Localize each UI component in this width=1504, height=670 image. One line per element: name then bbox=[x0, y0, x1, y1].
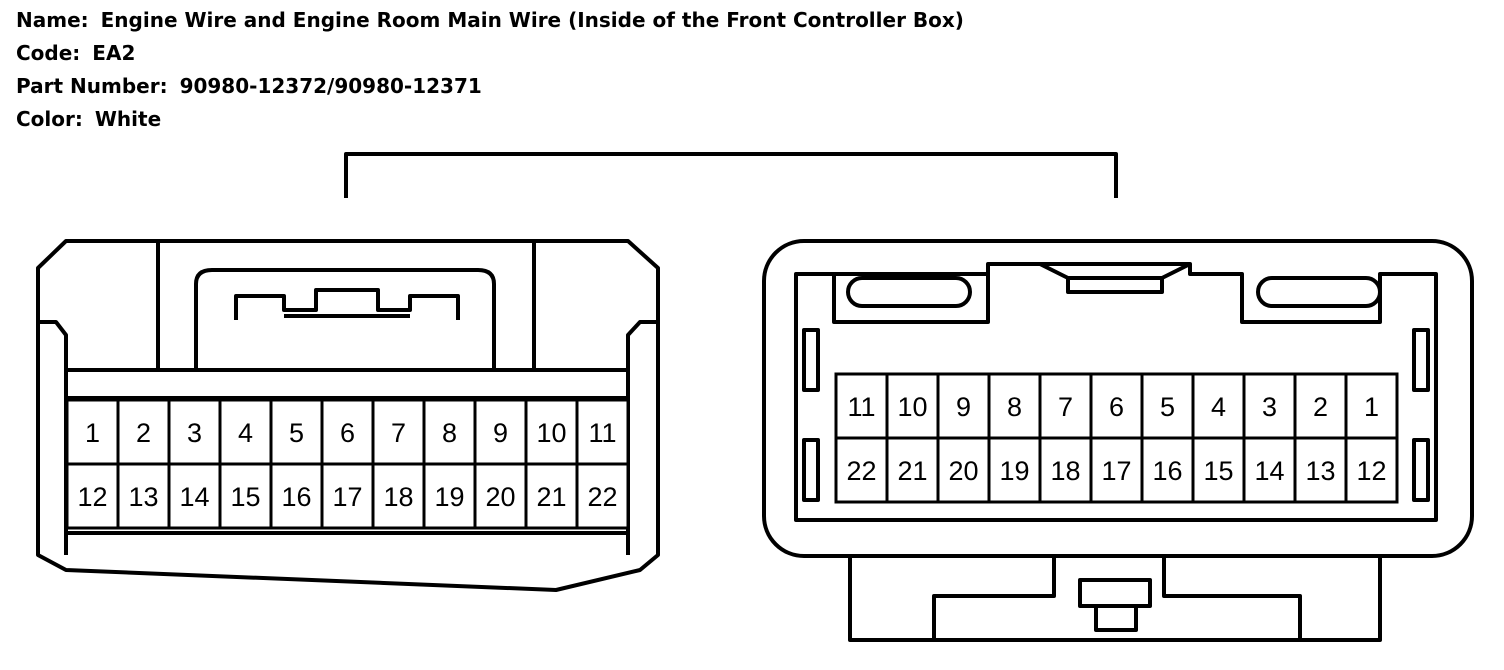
left-connector-pin-label-2: 2 bbox=[136, 418, 151, 448]
mating-bracket bbox=[344, 152, 1118, 198]
right-connector-cell-16 bbox=[1140, 436, 1195, 504]
right-connector-pin-label-12: 12 bbox=[1356, 456, 1386, 486]
left-connector-cell-7 bbox=[371, 398, 426, 466]
right-connector-cell-17 bbox=[1089, 436, 1144, 504]
right-connector-pin-label-4: 4 bbox=[1211, 392, 1226, 422]
left-connector-pin-label-1: 1 bbox=[85, 418, 100, 448]
left-connector-pin-label-4: 4 bbox=[238, 418, 253, 448]
right-connector-body bbox=[762, 239, 1474, 642]
code-value: EA2 bbox=[92, 41, 136, 65]
right-connector-cell-12 bbox=[1344, 436, 1399, 504]
left-connector-pin-label-11: 11 bbox=[588, 418, 616, 448]
right-connector-pin-label-8: 8 bbox=[1007, 392, 1022, 422]
right-connector-cell-13 bbox=[1293, 436, 1348, 504]
left-connector-cell-17 bbox=[320, 462, 375, 530]
right-connector-cell-7 bbox=[1038, 372, 1093, 440]
left-connector-cell-12 bbox=[65, 462, 120, 530]
left-connector-pin-label-13: 13 bbox=[128, 482, 158, 512]
right-connector-pin-label-18: 18 bbox=[1050, 456, 1080, 486]
right-connector-cell-14 bbox=[1242, 436, 1297, 504]
left-connector-pin-label-10: 10 bbox=[536, 418, 566, 448]
left-connector-cell-14 bbox=[167, 462, 222, 530]
code-row: Code: EA2 bbox=[16, 37, 964, 70]
color-value: White bbox=[94, 107, 162, 131]
right-connector-pin-label-2: 2 bbox=[1313, 392, 1328, 422]
name-value: Engine Wire and Engine Room Main Wire (I… bbox=[100, 8, 964, 32]
left-connector-pin-label-8: 8 bbox=[442, 418, 457, 448]
right-connector-pin-label-10: 10 bbox=[897, 392, 927, 422]
left-connector-pin-label-18: 18 bbox=[383, 482, 413, 512]
right-connector-cell-20 bbox=[936, 436, 991, 504]
left-connector-pin-label-16: 16 bbox=[281, 482, 311, 512]
left-connector-cell-5 bbox=[269, 398, 324, 466]
left-connector-pin-label-17: 17 bbox=[332, 482, 362, 512]
left-connector-pin-label-7: 7 bbox=[391, 418, 406, 448]
right-connector-pin-label-1: 1 bbox=[1364, 392, 1379, 422]
left-connector-cell-16 bbox=[269, 462, 324, 530]
right-connector-cell-8 bbox=[987, 372, 1042, 440]
left-connector-cell-11 bbox=[575, 398, 630, 466]
left-connector-pin-label-3: 3 bbox=[187, 418, 202, 448]
right-connector-pin-label-5: 5 bbox=[1160, 392, 1175, 422]
right-connector-pin-label-19: 19 bbox=[999, 456, 1029, 486]
right-connector-cell-9 bbox=[936, 372, 991, 440]
right-connector-pin-label-3: 3 bbox=[1262, 392, 1277, 422]
color-label: Color: bbox=[16, 107, 83, 131]
left-connector-pin-label-12: 12 bbox=[77, 482, 107, 512]
right-connector-cell-2 bbox=[1293, 372, 1348, 440]
left-connector-cell-2 bbox=[116, 398, 171, 466]
code-label: Code: bbox=[16, 41, 81, 65]
right-connector-cell-19 bbox=[987, 436, 1042, 504]
left-connector-pin-label-15: 15 bbox=[230, 482, 260, 512]
right-connector-cell-22 bbox=[834, 436, 889, 504]
right-connector-pin-label-11: 11 bbox=[847, 392, 875, 422]
left-connector-pin-label-5: 5 bbox=[289, 418, 304, 448]
right-connector-pin-label-13: 13 bbox=[1305, 456, 1335, 486]
left-connector-cell-20 bbox=[473, 462, 528, 530]
left-connector-cell-4 bbox=[218, 398, 273, 466]
left-connector-cell-21 bbox=[524, 462, 579, 530]
left-connector-cell-6 bbox=[320, 398, 375, 466]
right-connector-pin-label-7: 7 bbox=[1058, 392, 1073, 422]
left-connector-pin-label-14: 14 bbox=[179, 482, 209, 512]
left-connector-pin-label-20: 20 bbox=[485, 482, 515, 512]
left-connector-cell-19 bbox=[422, 462, 477, 530]
part-number-label: Part Number: bbox=[16, 74, 168, 98]
left-connector-pin-label-6: 6 bbox=[340, 418, 355, 448]
right-connector-pin-label-6: 6 bbox=[1109, 392, 1124, 422]
name-row: Name: Engine Wire and Engine Room Main Wi… bbox=[16, 4, 964, 37]
right-connector-pin-label-17: 17 bbox=[1101, 456, 1131, 486]
left-connector-cell-22 bbox=[575, 462, 630, 530]
right-connector-pin-label-20: 20 bbox=[948, 456, 978, 486]
left-connector-pin-label-19: 19 bbox=[434, 482, 464, 512]
name-label: Name: bbox=[16, 8, 89, 32]
right-connector-pin-label-9: 9 bbox=[956, 392, 971, 422]
part-number-row: Part Number: 90980-12372/90980-12371 bbox=[16, 70, 964, 103]
left-connector-pin-label-22: 22 bbox=[587, 482, 617, 512]
connector-info: Name: Engine Wire and Engine Room Main Wi… bbox=[16, 4, 964, 136]
color-row: Color: White bbox=[16, 103, 964, 136]
right-connector-cell-3 bbox=[1242, 372, 1297, 440]
right-connector-cell-15 bbox=[1191, 436, 1246, 504]
right-connector-pin-label-16: 16 bbox=[1152, 456, 1182, 486]
right-connector-pin-label-21: 21 bbox=[897, 456, 927, 486]
left-connector-cell-1 bbox=[65, 398, 120, 466]
right-connector-pin-label-14: 14 bbox=[1254, 456, 1284, 486]
left-connector-cell-13 bbox=[116, 462, 171, 530]
right-connector-pin-label-15: 15 bbox=[1203, 456, 1233, 486]
left-connector-pin-label-9: 9 bbox=[493, 418, 508, 448]
left-connector-pin-label-21: 21 bbox=[536, 482, 566, 512]
right-connector-pin-label-22: 22 bbox=[846, 456, 876, 486]
left-connector-cell-3 bbox=[167, 398, 222, 466]
part-number-value: 90980-12372/90980-12371 bbox=[179, 74, 482, 98]
left-connector-cell-9 bbox=[473, 398, 528, 466]
